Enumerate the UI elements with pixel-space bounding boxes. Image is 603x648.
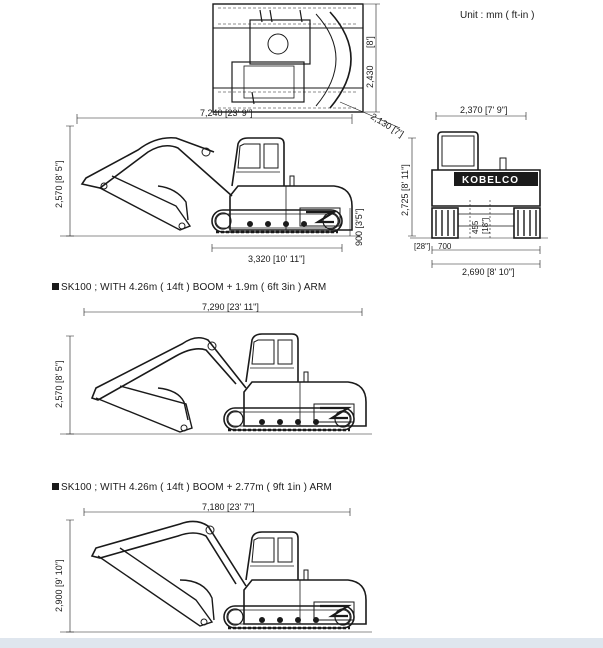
front-shoe: 700: [438, 242, 452, 251]
side-view-2: [60, 308, 372, 435]
front-width: 2,370 [7' 9"]: [460, 105, 507, 115]
plan-width-ft: [8']: [365, 36, 375, 48]
plan-view: [212, 3, 401, 129]
side3-length: 7,180 [23' 7"]: [202, 502, 254, 512]
side2-height: 2,570 [8' 5"]: [54, 361, 64, 408]
side1-tail: 3,320 [10' 11"]: [248, 254, 305, 264]
front-shoe-ft: [28"]: [414, 242, 430, 251]
front-view: [408, 112, 548, 268]
front-ground-ft: [18"]: [481, 218, 490, 234]
plan-width-value: 2,430: [365, 65, 375, 88]
front-brand: KOBELCO: [462, 175, 519, 186]
front-track-width: 2,690 [8' 10"]: [462, 267, 514, 277]
front-ground-value: 455: [471, 220, 480, 234]
caption-marker-icon: [52, 483, 59, 490]
side3-height: 2,900 [9' 10"]: [54, 560, 64, 612]
side-view-1: [60, 114, 360, 252]
caption-marker-icon: [52, 283, 59, 290]
side1-length: 7,240 [23' 9"]: [200, 108, 252, 118]
side-view-3: [60, 508, 372, 633]
unit-label: Unit : mm ( ft-in ): [460, 10, 534, 21]
plan-swing-value: 2,130 [7']: [369, 111, 405, 139]
caption-text: SK100 ; WITH 4.26m ( 14ft ) BOOM + 2.77m…: [61, 482, 332, 493]
caption-sk100-arm-2-77: SK100 ; WITH 4.26m ( 14ft ) BOOM + 2.77m…: [52, 482, 332, 493]
side1-clearance: 900 [3'5"]: [354, 209, 364, 246]
front-height: 2,725 [8' 11"]: [400, 164, 410, 216]
bottom-band: [0, 638, 603, 648]
side1-height: 2,570 [8' 5"]: [54, 161, 64, 208]
caption-text: SK100 ; WITH 4.26m ( 14ft ) BOOM + 1.9m …: [61, 282, 327, 293]
caption-sk100-arm-1-9: SK100 ; WITH 4.26m ( 14ft ) BOOM + 1.9m …: [52, 282, 326, 293]
side2-length: 7,290 [23' 11"]: [202, 302, 259, 312]
